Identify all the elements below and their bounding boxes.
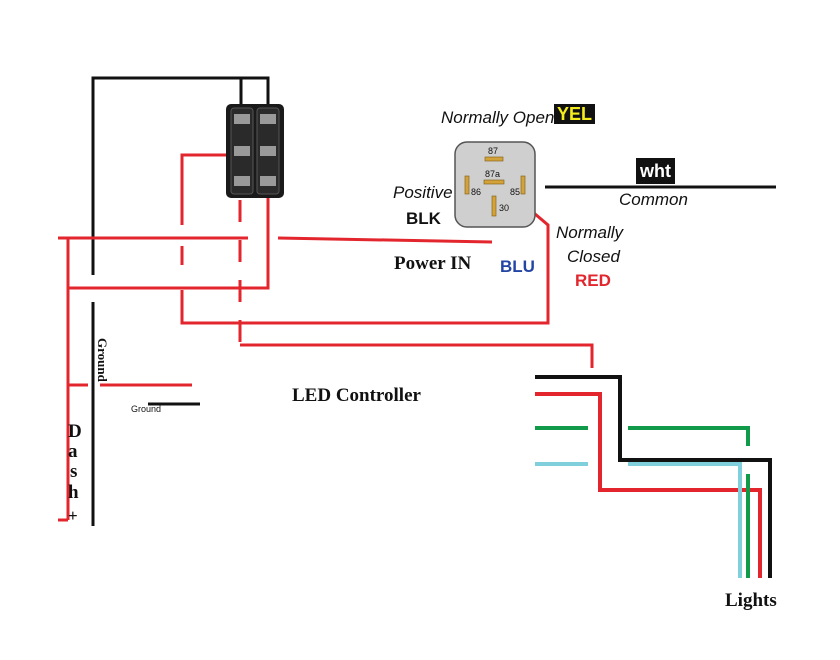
dash-letter-h: h [68, 482, 79, 503]
relay-pin-86: 86 [471, 187, 482, 197]
relay [454, 141, 536, 228]
relay-pin-85: 85 [510, 187, 521, 197]
power-in-label: Power IN [394, 253, 472, 274]
dash-letter-a: a [68, 441, 78, 462]
dash-letter-s: s [70, 461, 78, 482]
green-output-wire [628, 426, 750, 446]
red-wire-switch-right [68, 195, 270, 290]
ground-vertical-label: Ground [95, 338, 110, 382]
cyan-output-wire [628, 462, 742, 578]
black-output-wire [535, 375, 772, 578]
relay-pin-87a: 87a [485, 169, 501, 179]
black-wire-switch-loop [91, 76, 243, 275]
normally-closed-label-1: Normally [556, 223, 624, 242]
red-label: RED [575, 271, 611, 290]
normally-closed-label-2: Closed [567, 247, 620, 266]
normally-open-label: Normally Open [441, 108, 555, 127]
red-wire-switch-left [180, 153, 232, 225]
positive-label: Positive [393, 183, 453, 202]
dash-plus-sign: + [68, 506, 78, 525]
black-wire-switch-right [241, 76, 270, 108]
red-wire-lower-loop [180, 206, 550, 325]
red-wire-to-controller [240, 343, 594, 368]
red-output-wire [535, 392, 762, 578]
wht-tag: wht [636, 158, 675, 184]
blk-label: BLK [406, 209, 441, 228]
ground-small-label: Ground [131, 404, 162, 414]
red-wire-power-in [277, 236, 493, 244]
blu-label: BLU [500, 257, 535, 276]
relay-pin-30: 30 [499, 203, 510, 213]
led-controller-label: LED Controller [292, 385, 421, 406]
common-label: Common [619, 190, 688, 209]
yel-tag: YEL [554, 104, 596, 124]
dash-letter-d: D [68, 421, 82, 442]
rocker-switch [226, 104, 284, 198]
lights-label: Lights [725, 590, 777, 611]
relay-pin-87: 87 [488, 146, 499, 156]
